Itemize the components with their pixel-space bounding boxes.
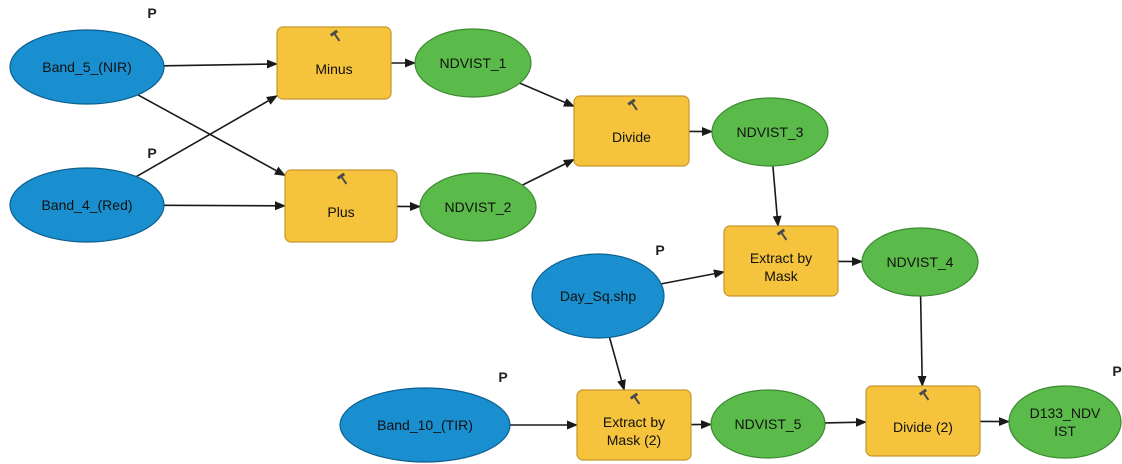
model-elements: Band_5_(NIR)PBand_4_(Red)PMinusPlusNDVIS… [9, 5, 1122, 463]
node-divide[interactable]: Divide [573, 95, 690, 167]
connector-band5-to-minus[interactable] [163, 59, 279, 69]
node-label: NDVIST_2 [445, 199, 512, 215]
parameter-marker: P [147, 145, 156, 161]
node-label-line: Extract by [750, 250, 812, 266]
output-ellipse[interactable] [711, 97, 829, 167]
node-label-line: Plus [327, 204, 354, 220]
connector-band5-to-plus[interactable] [137, 94, 286, 177]
output-ellipse[interactable] [710, 389, 826, 459]
node-band10[interactable]: Band_10_(TIR) P [339, 369, 511, 463]
node-label-line: NDVIST_2 [445, 199, 512, 215]
input-ellipse[interactable] [339, 387, 511, 463]
node-extract1[interactable]: Extract by Mask [723, 225, 839, 297]
connector-ndvist1-to-divide[interactable] [519, 82, 576, 108]
node-label-line: Divide (2) [893, 419, 953, 435]
parameter-marker: P [1112, 363, 1121, 379]
output-ellipse[interactable] [861, 227, 979, 297]
node-label: Band_5_(NIR) [42, 59, 132, 75]
node-ndvist3[interactable]: NDVIST_3 [711, 97, 829, 167]
node-label: Plus [327, 204, 354, 220]
tool-box[interactable] [284, 169, 398, 243]
connector-ndvist5-to-divide2[interactable] [824, 417, 868, 427]
tool-box[interactable] [865, 385, 981, 457]
node-ndvist5[interactable]: NDVIST_5 [710, 389, 826, 459]
node-label-line: D133_NDV [1030, 405, 1101, 421]
node-divide2[interactable]: Divide (2) [865, 385, 981, 457]
input-ellipse[interactable] [9, 29, 165, 105]
connector-ndvist3-to-extract1[interactable] [772, 165, 782, 228]
node-label: NDVIST_3 [737, 124, 804, 140]
node-label-line: IST [1054, 423, 1076, 439]
node-label-line: NDVIST_1 [440, 55, 507, 71]
connections [136, 58, 1011, 430]
node-band5[interactable]: Band_5_(NIR) P [9, 5, 165, 105]
output-ellipse[interactable] [419, 172, 537, 242]
node-dayshp[interactable]: Day_Sq.shp P [531, 242, 665, 339]
input-ellipse[interactable] [531, 253, 665, 339]
node-ndvist2[interactable]: NDVIST_2 [419, 172, 537, 242]
node-label: NDVIST_4 [887, 254, 954, 270]
node-label-line: Mask [764, 268, 798, 284]
node-label-line: Extract by [603, 414, 665, 430]
connector-ndvist4-to-divide2[interactable] [917, 295, 927, 388]
output-ellipse[interactable] [1008, 385, 1122, 459]
tool-box[interactable] [276, 26, 392, 100]
connector-band4-to-minus[interactable] [136, 95, 278, 178]
input-ellipse[interactable] [9, 167, 165, 243]
parameter-marker: P [147, 5, 156, 21]
parameter-marker: P [498, 369, 507, 385]
node-label-line: Band_4_(Red) [41, 197, 132, 213]
node-label-line: NDVIST_4 [887, 254, 954, 270]
node-label: Day_Sq.shp [560, 288, 636, 304]
node-label-line: Band_10_(TIR) [377, 417, 473, 433]
tool-box[interactable] [573, 95, 690, 167]
node-minus[interactable]: Minus [276, 26, 392, 100]
node-label: Band_4_(Red) [41, 197, 132, 213]
node-label: Divide [612, 129, 651, 145]
node-label-line: Mask (2) [607, 432, 661, 448]
node-label: NDVIST_5 [735, 416, 802, 432]
node-extract2[interactable]: Extract by Mask (2) [576, 389, 692, 461]
node-label: Band_10_(TIR) [377, 417, 473, 433]
node-label: Divide (2) [893, 419, 953, 435]
connector-band4-to-plus[interactable] [163, 201, 287, 211]
node-ndvist4[interactable]: NDVIST_4 [861, 227, 979, 297]
connector-dayshp-to-extract2[interactable] [608, 337, 626, 392]
node-label: NDVIST_1 [440, 55, 507, 71]
node-label: Extract by Mask [750, 250, 812, 284]
connector-dayshp-to-extract1[interactable] [661, 269, 726, 285]
node-final[interactable]: D133_NDV IST P [1008, 363, 1122, 459]
node-band4[interactable]: Band_4_(Red) P [9, 145, 165, 243]
node-label-line: Day_Sq.shp [560, 288, 636, 304]
parameter-marker: P [655, 242, 664, 258]
node-label-line: Divide [612, 129, 651, 145]
node-label-line: Minus [315, 61, 352, 77]
tool-box[interactable] [723, 225, 839, 297]
tool-box[interactable] [576, 389, 692, 461]
node-label: Extract by Mask (2) [603, 414, 665, 448]
node-plus[interactable]: Plus [284, 169, 398, 243]
node-label-line: NDVIST_5 [735, 416, 802, 432]
node-label: D133_NDV IST [1030, 405, 1101, 439]
connector-ndvist2-to-divide[interactable] [521, 158, 576, 186]
node-ndvist1[interactable]: NDVIST_1 [414, 28, 532, 98]
output-ellipse[interactable] [414, 28, 532, 98]
node-label-line: NDVIST_3 [737, 124, 804, 140]
node-label-line: Band_5_(NIR) [42, 59, 132, 75]
node-label: Minus [315, 61, 352, 77]
